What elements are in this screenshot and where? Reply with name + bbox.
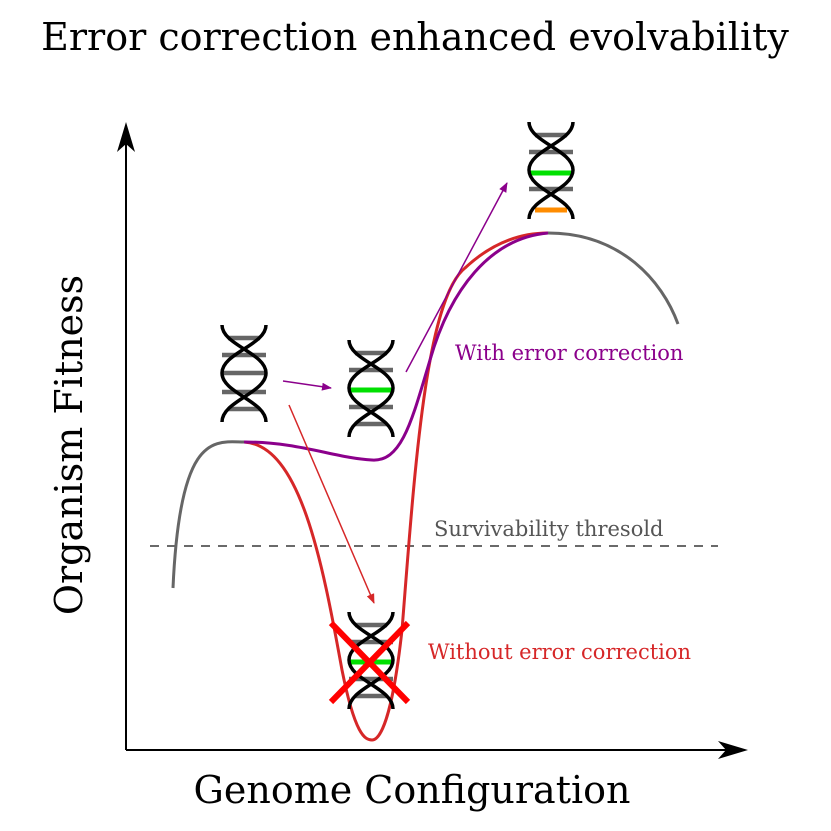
y-axis-label: Organism Fitness <box>47 275 91 615</box>
arrow-to-dead-genome <box>288 404 375 604</box>
x-axis-label: Genome Configuration <box>194 768 631 812</box>
axes <box>117 122 748 759</box>
y-axis-arrowhead <box>117 122 135 152</box>
threshold-label: Survivability thresold <box>434 517 664 541</box>
fitness-landscape-curve <box>171 231 680 589</box>
dna-helix-icon <box>527 121 575 220</box>
arrow-to-peak-genome <box>405 182 508 373</box>
dna-helix-icon <box>220 324 268 423</box>
dna-helix-icon <box>347 339 395 438</box>
diagram-title: Error correction enhanced evolvability <box>41 15 789 59</box>
without-error-correction-curve <box>243 231 549 742</box>
without-error-correction-label: Without error correction <box>428 640 691 664</box>
x-axis-arrowhead <box>718 741 748 759</box>
red-x-icon <box>328 620 411 705</box>
with-error-correction-curve <box>243 231 549 462</box>
arrow-to-corrected-genome <box>282 380 332 391</box>
with-error-correction-label: With error correction <box>455 341 683 365</box>
